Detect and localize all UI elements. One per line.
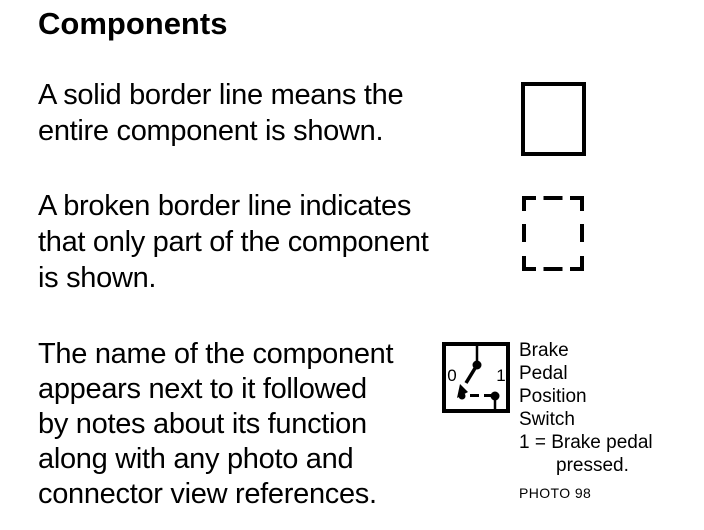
switch-position-1-label: 1: [496, 366, 505, 385]
component-note-line: 1 = Brake pedal: [519, 432, 653, 453]
switch-position-0-label: 0: [447, 366, 456, 385]
component-note-line: pressed.: [556, 455, 629, 476]
component-name-paragraph: The name of the component appears next t…: [38, 337, 394, 512]
paragraph-line: along with any photo and: [38, 443, 354, 475]
component-name-line: Switch: [519, 409, 575, 430]
component-label: Brake Pedal Position Switch 1 = Brake pe…: [519, 339, 699, 505]
paragraph-line: The name of the component: [38, 338, 394, 370]
switch-left-contact: [458, 392, 466, 400]
paragraph-line: is shown.: [38, 262, 157, 294]
brake-pedal-switch-icon: 0 1: [442, 342, 510, 413]
photo-reference: PHOTO 98: [519, 485, 592, 501]
paragraph-line: A broken border line indicates: [38, 190, 412, 222]
paragraph-line: by notes about its function: [38, 408, 367, 440]
paragraph-line: connector view references.: [38, 478, 377, 510]
paragraph-line: appears next to it followed: [38, 373, 367, 405]
page-title: Components: [38, 6, 228, 41]
solid-border-box-icon: [521, 82, 586, 156]
broken-border-paragraph: A broken border line indicates that only…: [38, 188, 429, 296]
component-name-line: Brake: [519, 340, 569, 361]
switch-lever: [464, 364, 479, 384]
broken-border-box-icon: [522, 196, 584, 271]
paragraph-line: A solid border line means the: [38, 79, 404, 111]
component-name-line: Position: [519, 386, 587, 407]
solid-border-paragraph: A solid border line means the entire com…: [38, 77, 404, 149]
paragraph-line: that only part of the component: [38, 226, 429, 258]
paragraph-line: entire component is shown.: [38, 115, 384, 147]
component-name-line: Pedal: [519, 363, 568, 384]
